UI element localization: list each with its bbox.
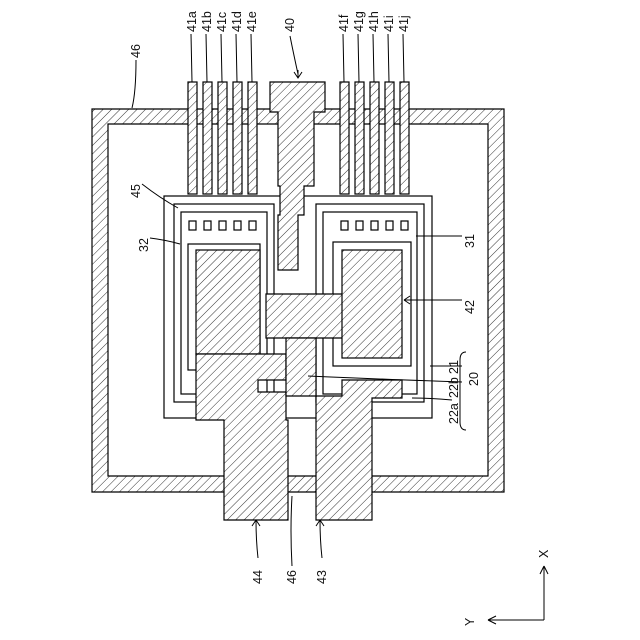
label-41h: 41h xyxy=(367,11,381,32)
label-44: 44 xyxy=(251,570,265,584)
label-40: 40 xyxy=(283,18,297,32)
label-22a: 22a xyxy=(447,403,461,424)
label-31: 31 xyxy=(463,234,477,248)
label-41a: 41a xyxy=(185,11,199,32)
label-45: 45 xyxy=(129,184,143,198)
label-41e: 41e xyxy=(245,11,259,32)
label-41f: 41f xyxy=(337,14,351,32)
label-46-bottom: 46 xyxy=(285,570,299,584)
label-32: 32 xyxy=(137,238,151,252)
element-42 xyxy=(342,250,402,358)
label-41i: 41i xyxy=(382,15,396,32)
label-20: 20 xyxy=(467,372,481,386)
label-41d: 41d xyxy=(230,11,244,32)
label-41b: 41b xyxy=(200,11,214,32)
label-43: 43 xyxy=(315,570,329,584)
terminals-41f-41j xyxy=(340,82,409,194)
terminals-41a-41e xyxy=(188,82,257,194)
label-42: 42 xyxy=(463,300,477,314)
label-41c: 41c xyxy=(215,12,229,32)
axes-indicator xyxy=(488,566,548,624)
bridge-connector xyxy=(266,294,344,338)
axis-y-label: Y xyxy=(463,617,477,626)
center-strap xyxy=(286,338,316,396)
terminal-44 xyxy=(196,354,288,520)
label-41j: 41j xyxy=(397,15,411,32)
axis-x-label: X xyxy=(537,549,551,558)
pad-left-hatched xyxy=(196,250,260,354)
label-41g: 41g xyxy=(352,11,366,32)
label-22b: 22b xyxy=(447,377,461,398)
label-21: 21 xyxy=(447,360,461,374)
label-46-top: 46 xyxy=(129,44,143,58)
